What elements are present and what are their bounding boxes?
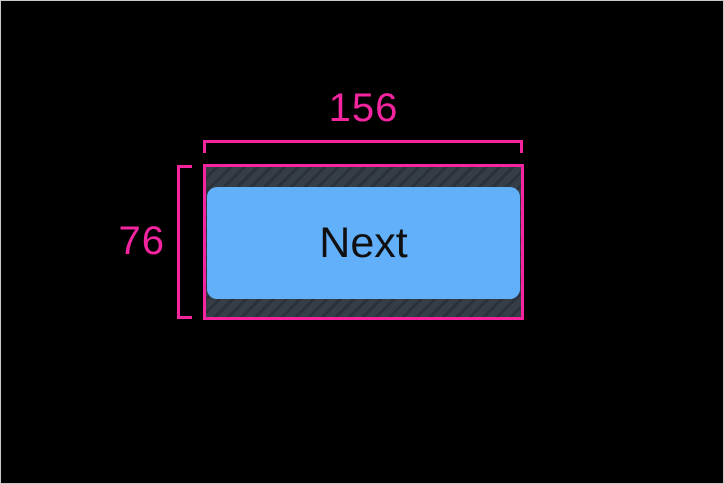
width-measure-bracket [203, 140, 523, 153]
height-measure-bracket [177, 165, 192, 319]
height-dimension-label: 76 [118, 219, 165, 263]
measurement-outline: Next [203, 164, 524, 320]
width-dimension-label: 156 [328, 86, 399, 130]
next-button[interactable]: Next [207, 187, 520, 299]
next-button-label: Next [319, 218, 408, 267]
